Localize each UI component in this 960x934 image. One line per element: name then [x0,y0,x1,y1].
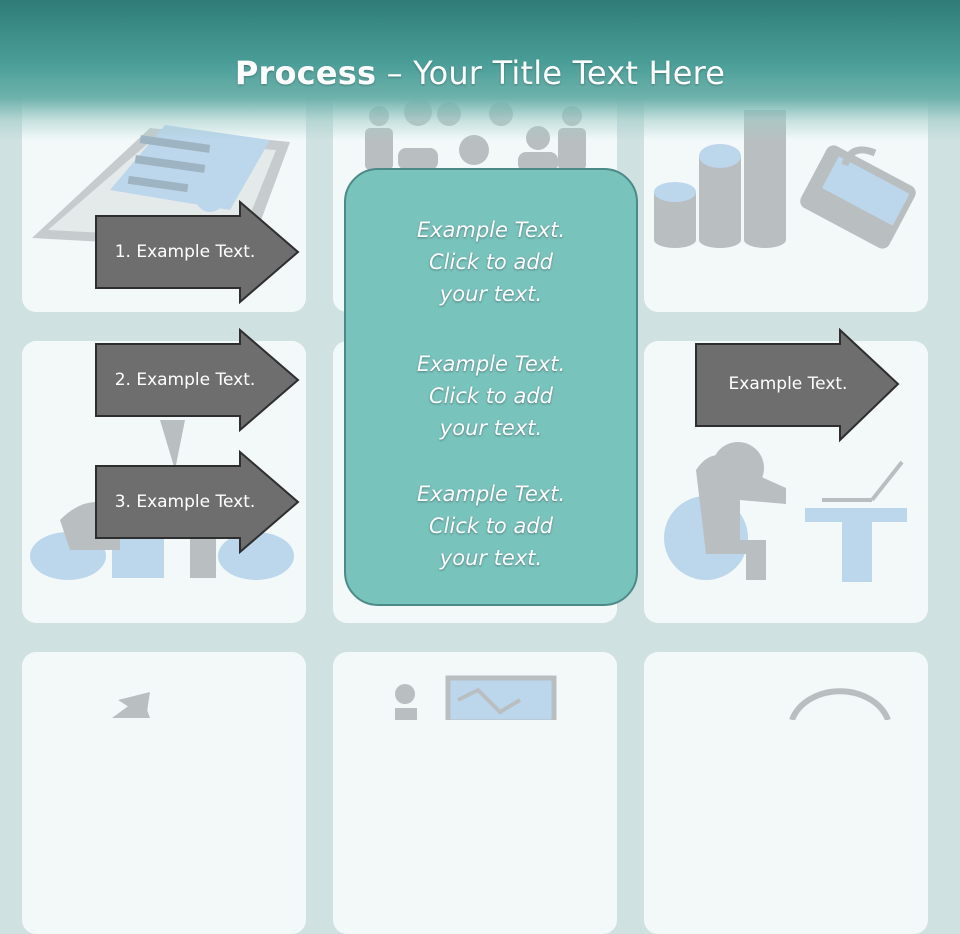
text-line: Example Text. [416,352,566,376]
text-paragraph-2: Example Text. Click to add your text. [346,348,636,444]
text-paragraph-1: Example Text. Click to add your text. [346,214,636,310]
center-text-box[interactable]: Example Text. Click to add your text. Ex… [344,168,638,606]
right-arrow-icon [95,328,300,432]
presenter-chart-icon [395,675,557,720]
text-line: Click to add [428,250,553,274]
text-line: your text. [439,282,543,306]
title-rest-text: – Your Title Text Here [376,54,726,92]
arrow-label: Example Text. [728,374,848,394]
text-line: your text. [439,546,543,570]
arrow-label: 3. Example Text. [114,492,256,512]
text-line: your text. [439,416,543,440]
person-at-desk-icon [664,442,907,582]
title-bar: Process – Your Title Text Here [0,0,960,140]
arrow-shape-1[interactable]: 1. Example Text. [94,200,300,304]
right-arrow-icon [695,328,900,443]
right-arrow-icon [95,450,300,554]
clock-icon [789,688,891,720]
arrow-shape-2[interactable]: 2. Example Text. [94,328,300,432]
arrow-label: 2. Example Text. [114,370,256,390]
text-line: Click to add [428,514,553,538]
right-arrow-icon [95,200,300,304]
text-line: Example Text. [416,218,566,242]
growth-arrow-icon [112,692,150,718]
slide-title[interactable]: Process – Your Title Text Here [0,54,960,92]
text-line: Example Text. [416,482,566,506]
text-line: Click to add [428,384,553,408]
arrow-label: 1. Example Text. [114,242,256,262]
text-paragraph-3: Example Text. Click to add your text. [346,478,636,574]
briefcase-icon [800,145,916,249]
arrow-shape-3[interactable]: 3. Example Text. [94,450,300,554]
arrow-shape-right[interactable]: Example Text. [694,328,900,443]
title-bold-text: Process [234,54,377,92]
